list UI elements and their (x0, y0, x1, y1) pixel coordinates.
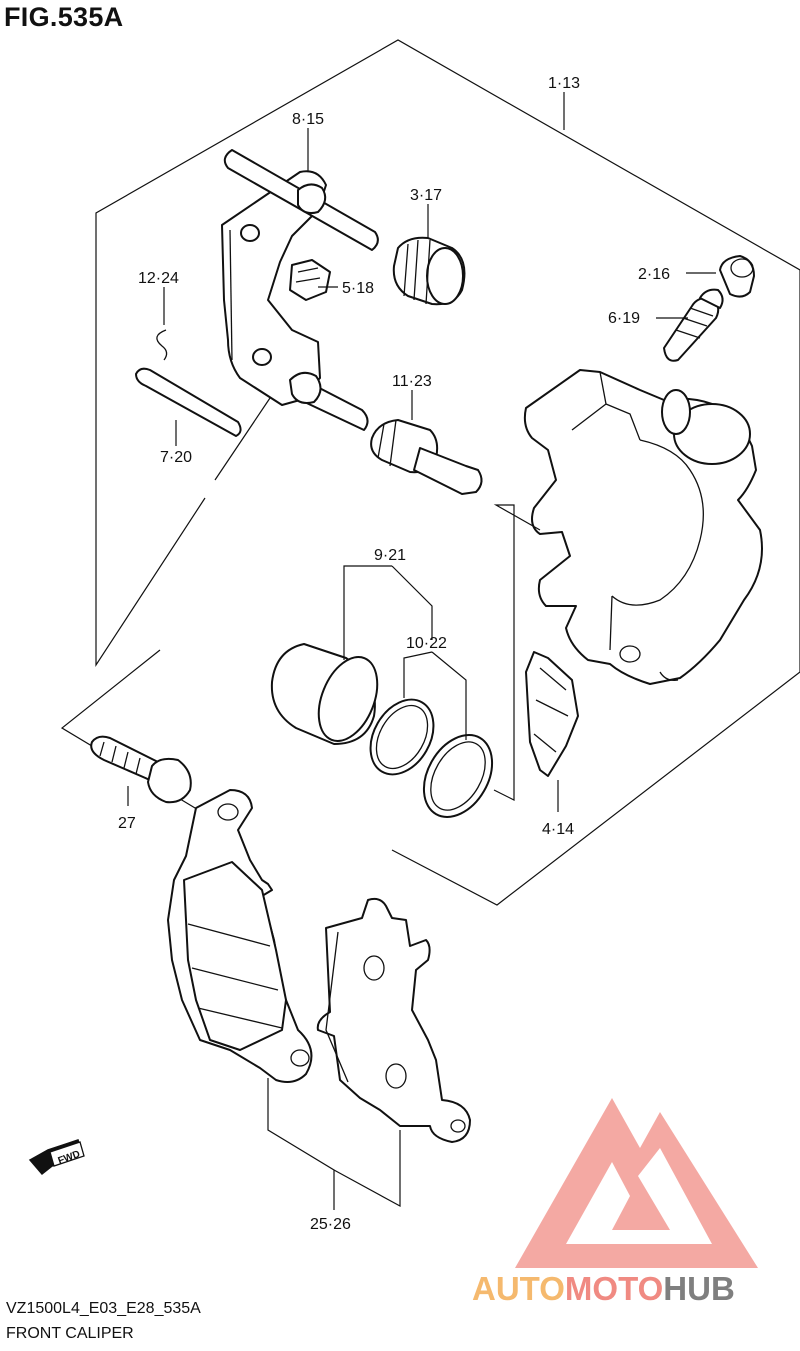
slide-pin (370, 419, 483, 495)
piston-seal (369, 698, 435, 776)
watermark-text: AUTOMOTOHUB (472, 1270, 735, 1307)
callout-bleeder-cap: 2·16 (638, 266, 670, 283)
figure-name: FRONT CALIPER (6, 1325, 134, 1342)
callout-bracket-clip: 5·18 (342, 280, 374, 297)
callout-caliper-assembly: 1·13 (548, 75, 580, 92)
pad-pin (135, 367, 242, 437)
pad-pin-clip (156, 329, 168, 361)
bracket-clip (289, 259, 331, 301)
pad-spring (525, 651, 579, 777)
watermark-hub: HUB (663, 1270, 735, 1307)
caliper-piston (270, 643, 379, 745)
dust-seal (422, 734, 494, 818)
watermark-triangle-icon (515, 1098, 758, 1268)
figure-title: FIG.535A (4, 2, 124, 32)
callout-slide-pin: 11·23 (392, 373, 432, 390)
watermark-auto: AUTO (472, 1270, 565, 1307)
callout-brake-pads: 25·26 (310, 1216, 351, 1233)
callout-mounting-bolt: 27 (118, 815, 136, 832)
pin-boot (392, 236, 466, 306)
caliper-body (523, 369, 763, 685)
caliper-bracket (221, 149, 379, 431)
callout-bracket: 8·15 (292, 111, 324, 128)
callout-boot: 3·17 (410, 187, 442, 204)
callout-piston: 9·21 (374, 547, 406, 564)
watermark-logo (515, 1098, 758, 1268)
bleeder-cap (719, 255, 755, 298)
bleeder-valve (663, 288, 724, 362)
callout-pad-spring: 4·14 (542, 821, 574, 838)
leader-lines (127, 92, 716, 1210)
watermark-moto: MOTO (565, 1270, 663, 1307)
callout-pad-pin: 7·20 (160, 449, 192, 466)
brake-pad-right (316, 897, 471, 1143)
figure-code: VZ1500L4_E03_E28_535A (6, 1300, 201, 1317)
callout-pad-pin-clip: 12·24 (138, 270, 179, 287)
callout-bleeder-valve: 6·19 (608, 310, 640, 327)
callout-seals: 10·22 (406, 635, 447, 652)
brake-pad-left (167, 789, 313, 1083)
forward-direction-marker: FWD (28, 1139, 85, 1176)
mounting-bolt (90, 735, 192, 804)
